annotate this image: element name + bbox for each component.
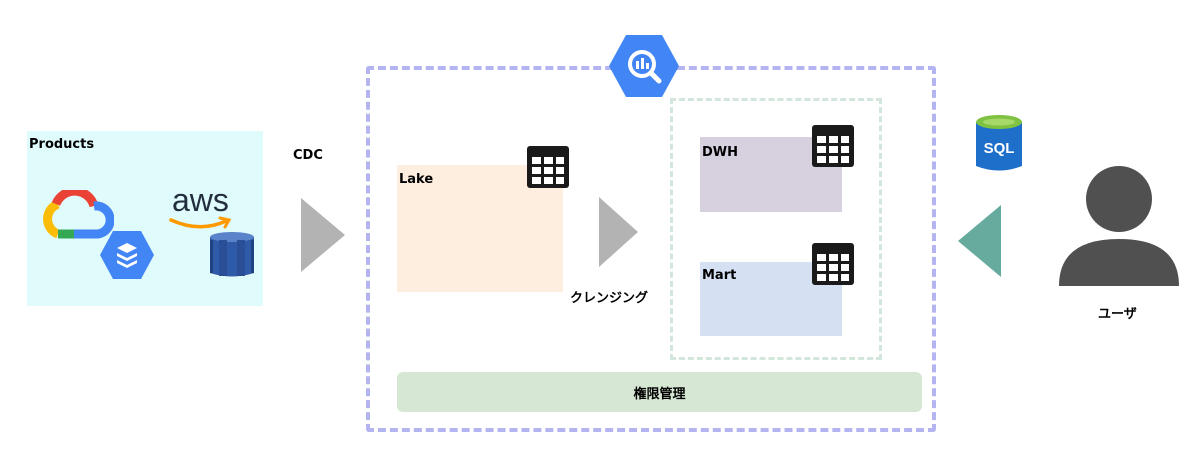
mart-table-icon — [812, 243, 854, 285]
cleansing-label: クレンジング — [570, 291, 649, 306]
dwh-label: DWH — [702, 145, 739, 160]
sql-database-icon: SQL — [976, 115, 1022, 171]
dwh-table-icon — [812, 125, 854, 167]
cleansing-arrow — [599, 197, 638, 267]
permission-management-label: 権限管理 — [633, 386, 686, 402]
mart-label: Mart — [702, 268, 737, 283]
google-cloud-icon — [43, 190, 114, 239]
datastore-icon — [100, 231, 154, 279]
user-label: ユーザ — [1098, 307, 1137, 322]
bigquery-icon — [609, 35, 679, 97]
aws-logo: aws — [172, 182, 229, 218]
user-icon — [1059, 166, 1179, 286]
cdc-arrow — [301, 198, 345, 272]
aws-smile-icon — [169, 216, 232, 229]
permission-management-bar: 権限管理 — [397, 372, 922, 412]
sql-text: SQL — [984, 140, 1015, 157]
cdc-label: CDC — [293, 148, 323, 163]
dwh-mart-container — [670, 98, 882, 360]
lake-table-icon — [527, 146, 569, 188]
lake-label: Lake — [399, 172, 434, 187]
aws-rds-icon — [210, 232, 254, 277]
products-title: Products — [29, 137, 95, 152]
query-arrow — [958, 205, 1001, 277]
